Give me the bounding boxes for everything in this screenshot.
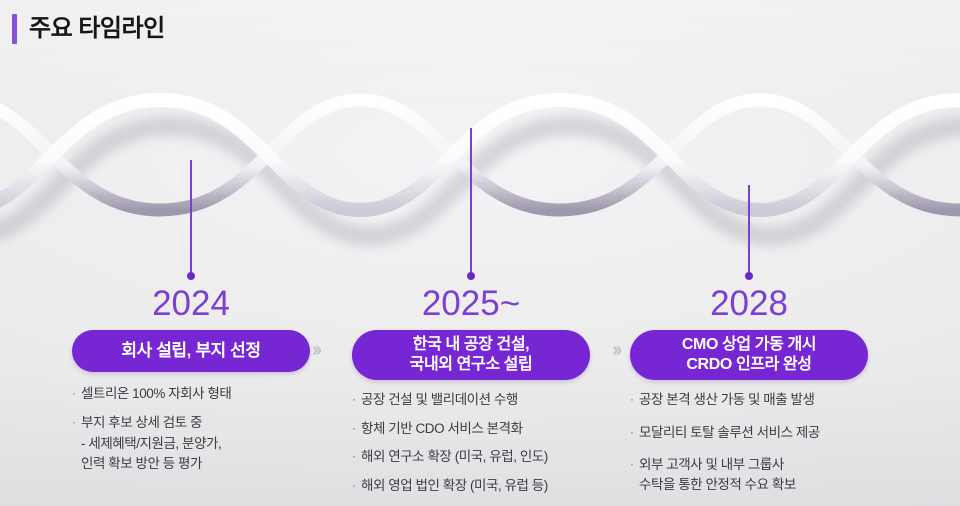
bullet-text: 해외 연구소 확장 (미국, 유럽, 인도) — [361, 449, 548, 465]
list-item: · 공장 본격 생산 가동 및 매출 발생 — [630, 390, 868, 410]
bullet-text: 셀트리온 100% 자회사 형태 — [81, 386, 232, 401]
pill-line: 회사 설립, 부지 선정 — [121, 340, 261, 360]
timeline-column-2028: 2028 CMO 상업 가동 개시 CRDO 인프라 완성 · 공장 본격 생산… — [630, 286, 868, 503]
list-item: · 부지 후보 상세 검토 중 — [72, 413, 310, 433]
chevron-separator-2: ›› — [612, 339, 622, 361]
chevron-separator-1: ›› — [312, 339, 322, 361]
list-item: · 해외 영업 법인 확장 (미국, 유럽 등) — [352, 476, 590, 496]
timeline-column-2025: 2025~ 한국 내 공장 건설, 국내외 연구소 설립 · 공장 건설 및 밸… — [352, 286, 590, 504]
bullet-sub-spacer — [72, 434, 81, 473]
bullet-marker: · — [72, 414, 76, 429]
year-label: 2028 — [710, 284, 788, 323]
bullet-sub-text: - 세제혜택/지원금, 분양가, 인력 확보 방안 등 평가 — [81, 436, 222, 471]
pill-line: CRDO 인프라 완성 — [686, 356, 812, 373]
list-item: · 외부 고객사 및 내부 그룹사 수탁을 통한 안정적 수요 확보 — [630, 455, 868, 494]
milestone-pill[interactable]: CMO 상업 가동 개시 CRDO 인프라 완성 — [630, 330, 868, 380]
page-title: 주요 타임라인 — [12, 14, 165, 44]
milestone-pill[interactable]: 회사 설립, 부지 선정 — [72, 330, 310, 372]
timeline-column-2024: 2024 회사 설립, 부지 선정 · 셀트리온 100% 자회사 형태 · 부… — [72, 286, 310, 482]
bullet-marker: · — [630, 457, 634, 472]
bullet-marker: · — [352, 477, 356, 492]
bullet-marker: · — [352, 449, 356, 464]
title-accent-bar — [12, 14, 17, 44]
title-text: 주요 타임라인 — [29, 15, 165, 42]
bullet-text: 부지 후보 상세 검토 중 — [81, 414, 202, 430]
pill-line: 한국 내 공장 건설, — [412, 336, 530, 354]
list-item-sub: - 세제혜택/지원금, 분양가, 인력 확보 방안 등 평가 — [72, 434, 310, 473]
year-label: 2025~ — [421, 284, 521, 323]
bullet-list: · 셀트리온 100% 자회사 형태 · 부지 후보 상세 검토 중 - 세제혜… — [72, 384, 310, 473]
list-item: · 공장 건설 및 밸리데이션 수행 — [352, 390, 590, 410]
dna-strand-back — [0, 93, 960, 217]
bullet-text: 해외 영업 법인 확장 (미국, 유럽 등) — [361, 477, 548, 493]
bullet-marker: · — [72, 386, 76, 400]
pill-line: 국내외 연구소 설립 — [409, 356, 533, 373]
bullet-list: · 공장 건설 및 밸리데이션 수행 · 항체 기반 CDO 서비스 본격화 ·… — [352, 390, 590, 495]
list-item: · 모달리티 토탈 솔루션 서비스 제공 — [630, 423, 868, 443]
bullet-text: 외부 고객사 및 내부 그룹사 수탁을 통한 안정적 수요 확보 — [639, 457, 796, 492]
pill-line: CMO 상업 가동 개시 — [681, 336, 817, 354]
list-item: · 셀트리온 100% 자회사 형태 — [72, 384, 310, 404]
bullet-marker: · — [630, 392, 634, 406]
dna-strand-front — [0, 92, 960, 218]
bullet-marker: · — [352, 420, 356, 435]
bullet-text: 모달리티 토탈 솔루션 서비스 제공 — [639, 424, 820, 440]
year-label: 2024 — [152, 284, 230, 323]
dna-helix-illustration — [0, 60, 960, 290]
bullet-text: 공장 건설 및 밸리데이션 수행 — [361, 392, 518, 407]
bullet-list: · 공장 본격 생산 가동 및 매출 발생 · 모달리티 토탈 솔루션 서비스 … — [630, 390, 868, 494]
bullet-marker: · — [630, 424, 634, 439]
milestone-pill[interactable]: 한국 내 공장 건설, 국내외 연구소 설립 — [352, 330, 590, 380]
bullet-text: 공장 본격 생산 가동 및 매출 발생 — [639, 392, 815, 407]
bullet-marker: · — [352, 392, 356, 406]
bullet-text: 항체 기반 CDO 서비스 본격화 — [361, 420, 523, 436]
list-item: · 항체 기반 CDO 서비스 본격화 — [352, 419, 590, 439]
list-item: · 해외 연구소 확장 (미국, 유럽, 인도) — [352, 447, 590, 467]
